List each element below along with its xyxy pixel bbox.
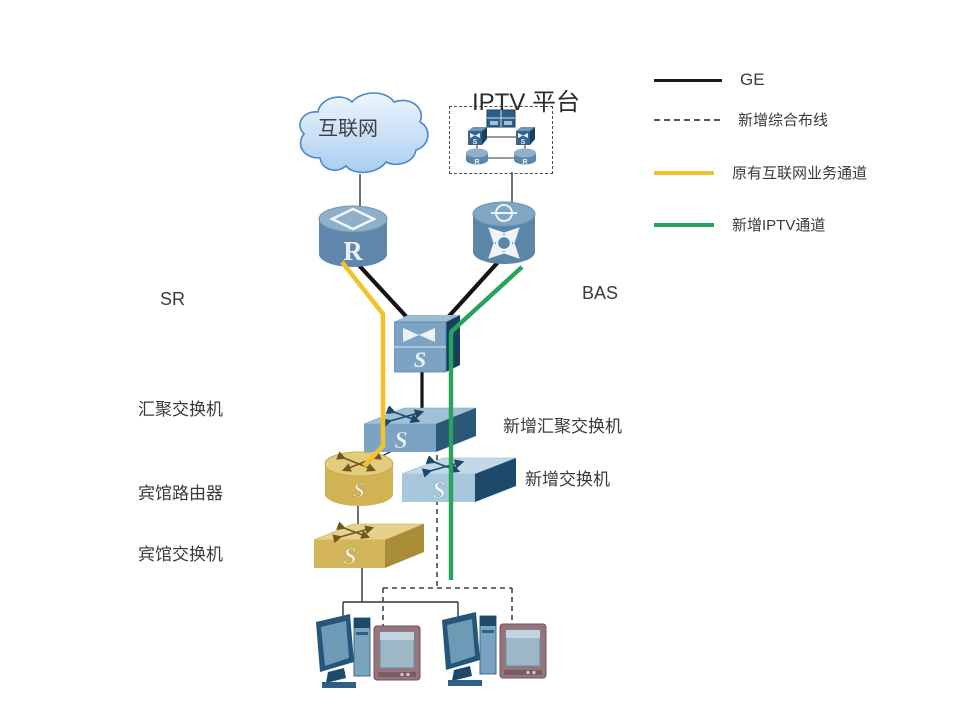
hotel-router-node: S bbox=[322, 450, 396, 510]
bowtie-icon bbox=[403, 328, 419, 342]
pc-and-tv-icon bbox=[316, 614, 421, 688]
tv-icon bbox=[499, 623, 547, 679]
switch-icon: S bbox=[314, 522, 424, 570]
iptv-platform-box: S S R R bbox=[449, 106, 553, 174]
iptv-platform-title: IPTV 平台 bbox=[472, 89, 581, 116]
legend-label: 原有互联网业务通道 bbox=[732, 165, 868, 182]
agg-switch-node: S bbox=[394, 314, 464, 374]
hotel-switch-node: S bbox=[314, 522, 424, 570]
new-switch-label: 新增交换机 bbox=[525, 470, 610, 489]
iptv-switch-left-icon: S bbox=[468, 127, 487, 146]
hotel-router-label: 宾馆路由器 bbox=[138, 484, 223, 503]
green-line-swatch bbox=[654, 222, 714, 227]
svg-text:S: S bbox=[414, 347, 426, 372]
switch-icon: S bbox=[394, 315, 460, 373]
svg-text:S: S bbox=[521, 139, 526, 146]
internet-cloud: 互联网 bbox=[290, 88, 432, 180]
iptv-server-icon bbox=[486, 109, 516, 128]
crossed-arrows-icon bbox=[381, 406, 425, 428]
cloud-icon bbox=[299, 92, 429, 174]
svg-text:S: S bbox=[432, 478, 445, 504]
legend-item-new-cabling: 新增综合布线 bbox=[654, 109, 828, 130]
bas-label: BAS bbox=[582, 283, 619, 303]
legend-item-existing-internet-channel: 原有互联网业务通道 bbox=[654, 162, 867, 183]
switch-icon: S bbox=[402, 456, 516, 504]
diamond-icon bbox=[329, 207, 377, 231]
switch-icon: S bbox=[364, 406, 476, 454]
svg-text:S: S bbox=[343, 544, 356, 570]
tv-icon bbox=[373, 625, 421, 681]
svg-text:R: R bbox=[474, 159, 479, 166]
sr-label: SR bbox=[160, 289, 186, 309]
iptv-router-right-icon: R bbox=[514, 148, 536, 166]
svg-text:R: R bbox=[343, 236, 363, 266]
exchange-arrows-icon bbox=[488, 227, 520, 259]
pc-and-tv-icon bbox=[442, 612, 547, 686]
globe-icon bbox=[491, 204, 517, 222]
legend-item-new-iptv-channel: 新增IPTV通道 bbox=[654, 214, 825, 235]
router-icon: R bbox=[318, 205, 388, 267]
dashed-line-swatch bbox=[654, 118, 720, 121]
legend-label: GE bbox=[740, 70, 765, 89]
sr-router-node: R bbox=[316, 204, 390, 270]
svg-text:S: S bbox=[394, 428, 407, 454]
legend-item-ge: GE bbox=[654, 70, 765, 90]
svg-text:S: S bbox=[473, 139, 478, 146]
agg-switch-label: 汇聚交换机 bbox=[138, 400, 223, 419]
client-group-right bbox=[436, 604, 552, 690]
bas-icon bbox=[472, 201, 536, 264]
yellow-line-swatch bbox=[654, 170, 714, 175]
legend-label: 新增IPTV通道 bbox=[732, 217, 826, 234]
svg-text:R: R bbox=[522, 159, 527, 166]
iptv-platform-icons: S S R R bbox=[466, 109, 536, 166]
legend-label: 新增综合布线 bbox=[738, 112, 829, 129]
bas-node bbox=[470, 200, 538, 270]
hotel-switch-label: 宾馆交换机 bbox=[138, 545, 223, 564]
ge-line-swatch bbox=[654, 78, 722, 82]
new-agg-switch-node: S bbox=[364, 406, 476, 454]
iptv-switch-right-icon: S bbox=[516, 127, 535, 146]
new-agg-switch-label: 新增汇聚交换机 bbox=[503, 417, 622, 436]
internet-label: 互联网 bbox=[318, 118, 378, 140]
crossed-arrows-icon bbox=[332, 522, 375, 544]
client-group-left bbox=[310, 606, 426, 692]
new-switch-node: S bbox=[402, 456, 516, 504]
iptv-router-left-icon: R bbox=[466, 148, 488, 166]
svg-text:S: S bbox=[353, 478, 365, 502]
router-icon: S bbox=[324, 451, 394, 506]
